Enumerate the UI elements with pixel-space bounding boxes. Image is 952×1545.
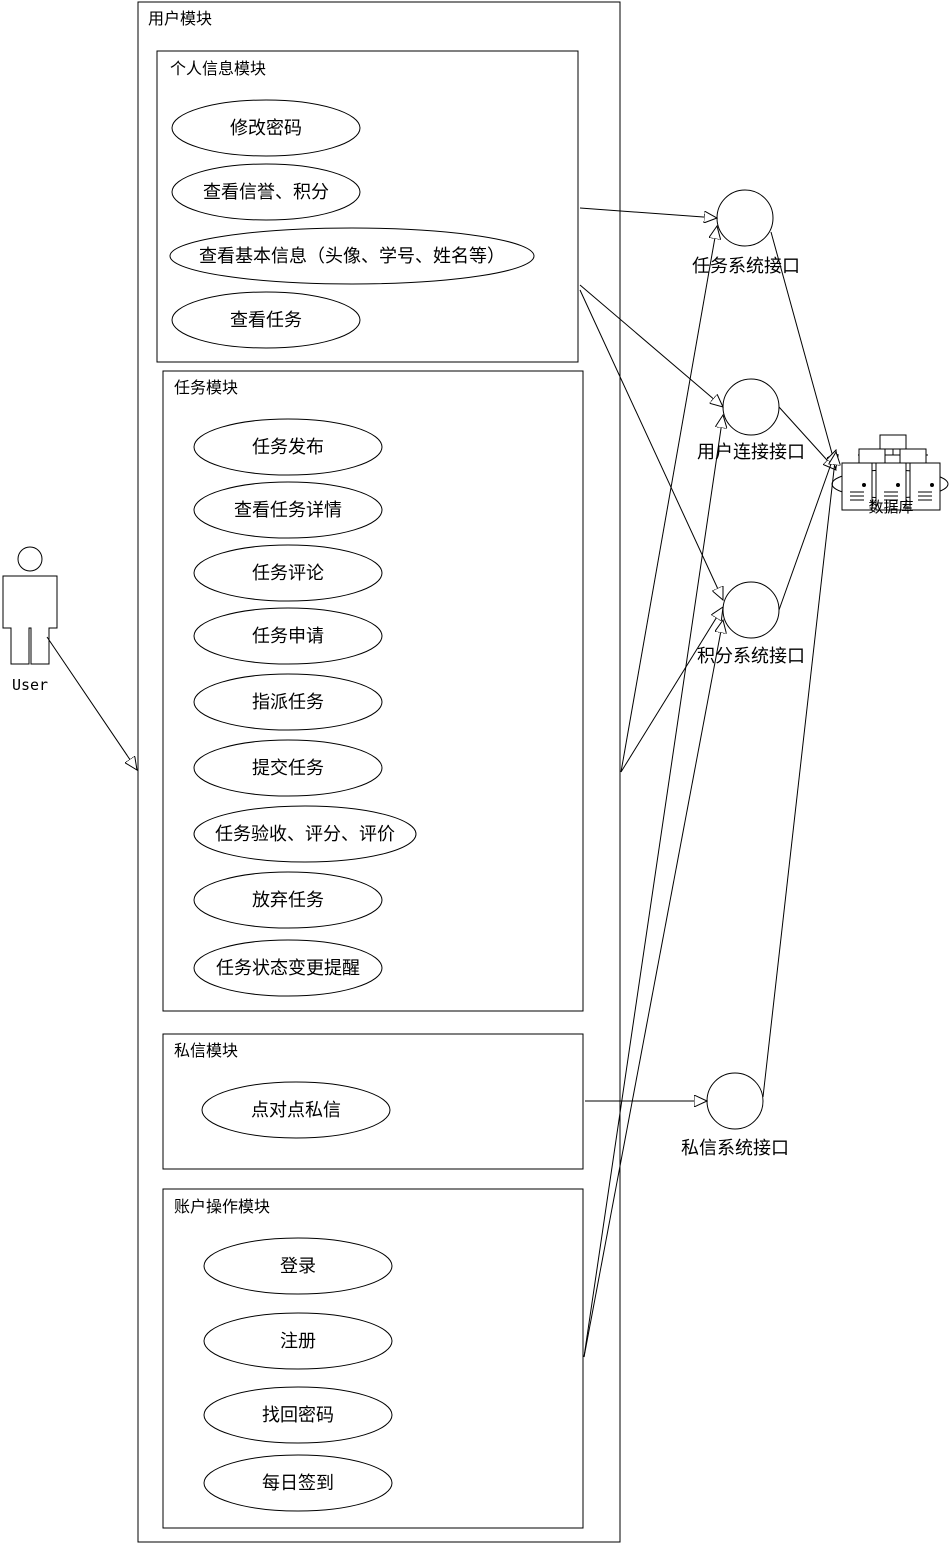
module-title: 个人信息模块 <box>170 59 266 78</box>
private-message-module: 私信模块 点对点私信 <box>162 1033 584 1170</box>
use-case: 注册 <box>203 1312 393 1370</box>
use-case: 每日签到 <box>203 1454 393 1512</box>
database-server-icon <box>831 434 949 511</box>
module-frame <box>162 370 584 1012</box>
use-case: 提交任务 <box>193 739 383 797</box>
use-case-label: 点对点私信 <box>251 1100 341 1121</box>
use-case: 任务评论 <box>193 544 383 602</box>
module-title: 私信模块 <box>174 1041 238 1060</box>
use-case-label: 任务申请 <box>252 626 324 647</box>
task-to-points-interface-line <box>620 607 723 773</box>
use-case-label: 任务发布 <box>252 437 324 458</box>
use-case-label: 查看任务详情 <box>234 500 342 521</box>
use-case: 查看任务详情 <box>193 481 383 539</box>
use-case-label: 任务状态变更提醒 <box>216 958 360 979</box>
use-case-label: 任务验收、评分、评价 <box>215 824 395 845</box>
module-frame <box>162 1033 584 1170</box>
interface-label: 用户连接接口 <box>697 442 805 463</box>
message-system-interface <box>706 1072 764 1130</box>
task-system-interface <box>716 189 774 247</box>
actor-head <box>17 546 43 572</box>
use-case-label: 任务评论 <box>252 563 324 584</box>
interface-label: 任务系统接口 <box>692 256 800 277</box>
use-case: 查看信誉、积分 <box>171 163 361 221</box>
personal-info-module: 个人信息模块 修改密码 查看信誉、积分 查看基本信息（头像、学号、姓名等） 查看… <box>156 50 579 363</box>
interface-label: 积分系统接口 <box>697 646 805 667</box>
task-interface-to-db-line <box>770 231 836 468</box>
use-case-label: 找回密码 <box>262 1405 334 1426</box>
use-case: 任务验收、评分、评价 <box>193 805 417 863</box>
use-case: 任务状态变更提醒 <box>193 939 383 997</box>
connections <box>46 207 836 1358</box>
use-case-label: 登录 <box>280 1256 316 1277</box>
use-case: 查看基本信息（头像、学号、姓名等） <box>169 227 535 285</box>
personal-to-user-interface-line <box>579 284 723 407</box>
use-case-label: 提交任务 <box>252 758 324 779</box>
use-case: 任务发布 <box>193 418 383 476</box>
personal-to-task-interface-line <box>579 207 717 218</box>
actor-to-system-line <box>46 636 137 770</box>
task-module: 任务模块 任务发布 查看任务详情 任务评论 任务申请 指派任务 提交任务 任务验… <box>162 370 584 1012</box>
interface-label: 私信系统接口 <box>681 1138 789 1159</box>
actor-body <box>2 575 58 665</box>
use-case: 点对点私信 <box>201 1081 391 1139</box>
use-case-label: 查看信誉、积分 <box>203 182 329 203</box>
module-frame <box>162 1188 584 1529</box>
module-title: 账户操作模块 <box>174 1197 270 1216</box>
use-case: 指派任务 <box>193 673 383 731</box>
account-to-user-interface-line <box>583 415 723 1358</box>
use-case-label: 注册 <box>280 1331 316 1352</box>
user-actor <box>2 546 58 665</box>
module-title: 任务模块 <box>174 378 238 397</box>
use-case: 找回密码 <box>203 1386 393 1444</box>
user-connection-interface <box>722 378 780 436</box>
points-interface-to-db-line <box>778 450 836 611</box>
use-case: 登录 <box>203 1237 393 1295</box>
use-case: 放弃任务 <box>193 871 383 929</box>
use-case-label: 查看任务 <box>230 310 302 331</box>
personal-to-points-interface-line <box>579 289 723 600</box>
account-to-points-interface-line <box>583 620 723 1358</box>
use-case-label: 放弃任务 <box>252 890 324 911</box>
actor-label: User <box>12 676 48 694</box>
system-title: 用户模块 <box>148 9 212 28</box>
system-boundary <box>137 1 621 1543</box>
use-case-label: 查看基本信息（头像、学号、姓名等） <box>199 246 505 267</box>
use-case: 修改密码 <box>171 99 361 157</box>
use-case-label: 修改密码 <box>230 118 302 139</box>
use-case-label: 每日签到 <box>262 1473 334 1494</box>
points-system-interface <box>722 581 780 639</box>
use-case: 查看任务 <box>171 291 361 349</box>
account-module: 账户操作模块 登录 注册 找回密码 每日签到 <box>162 1188 584 1529</box>
use-case: 任务申请 <box>193 607 383 665</box>
message-interface-to-db-line <box>762 452 836 1098</box>
module-frame <box>156 50 579 363</box>
database-label: 数据库 <box>868 498 913 516</box>
task-to-task-interface-line <box>620 226 717 773</box>
use-case-label: 指派任务 <box>252 692 324 713</box>
